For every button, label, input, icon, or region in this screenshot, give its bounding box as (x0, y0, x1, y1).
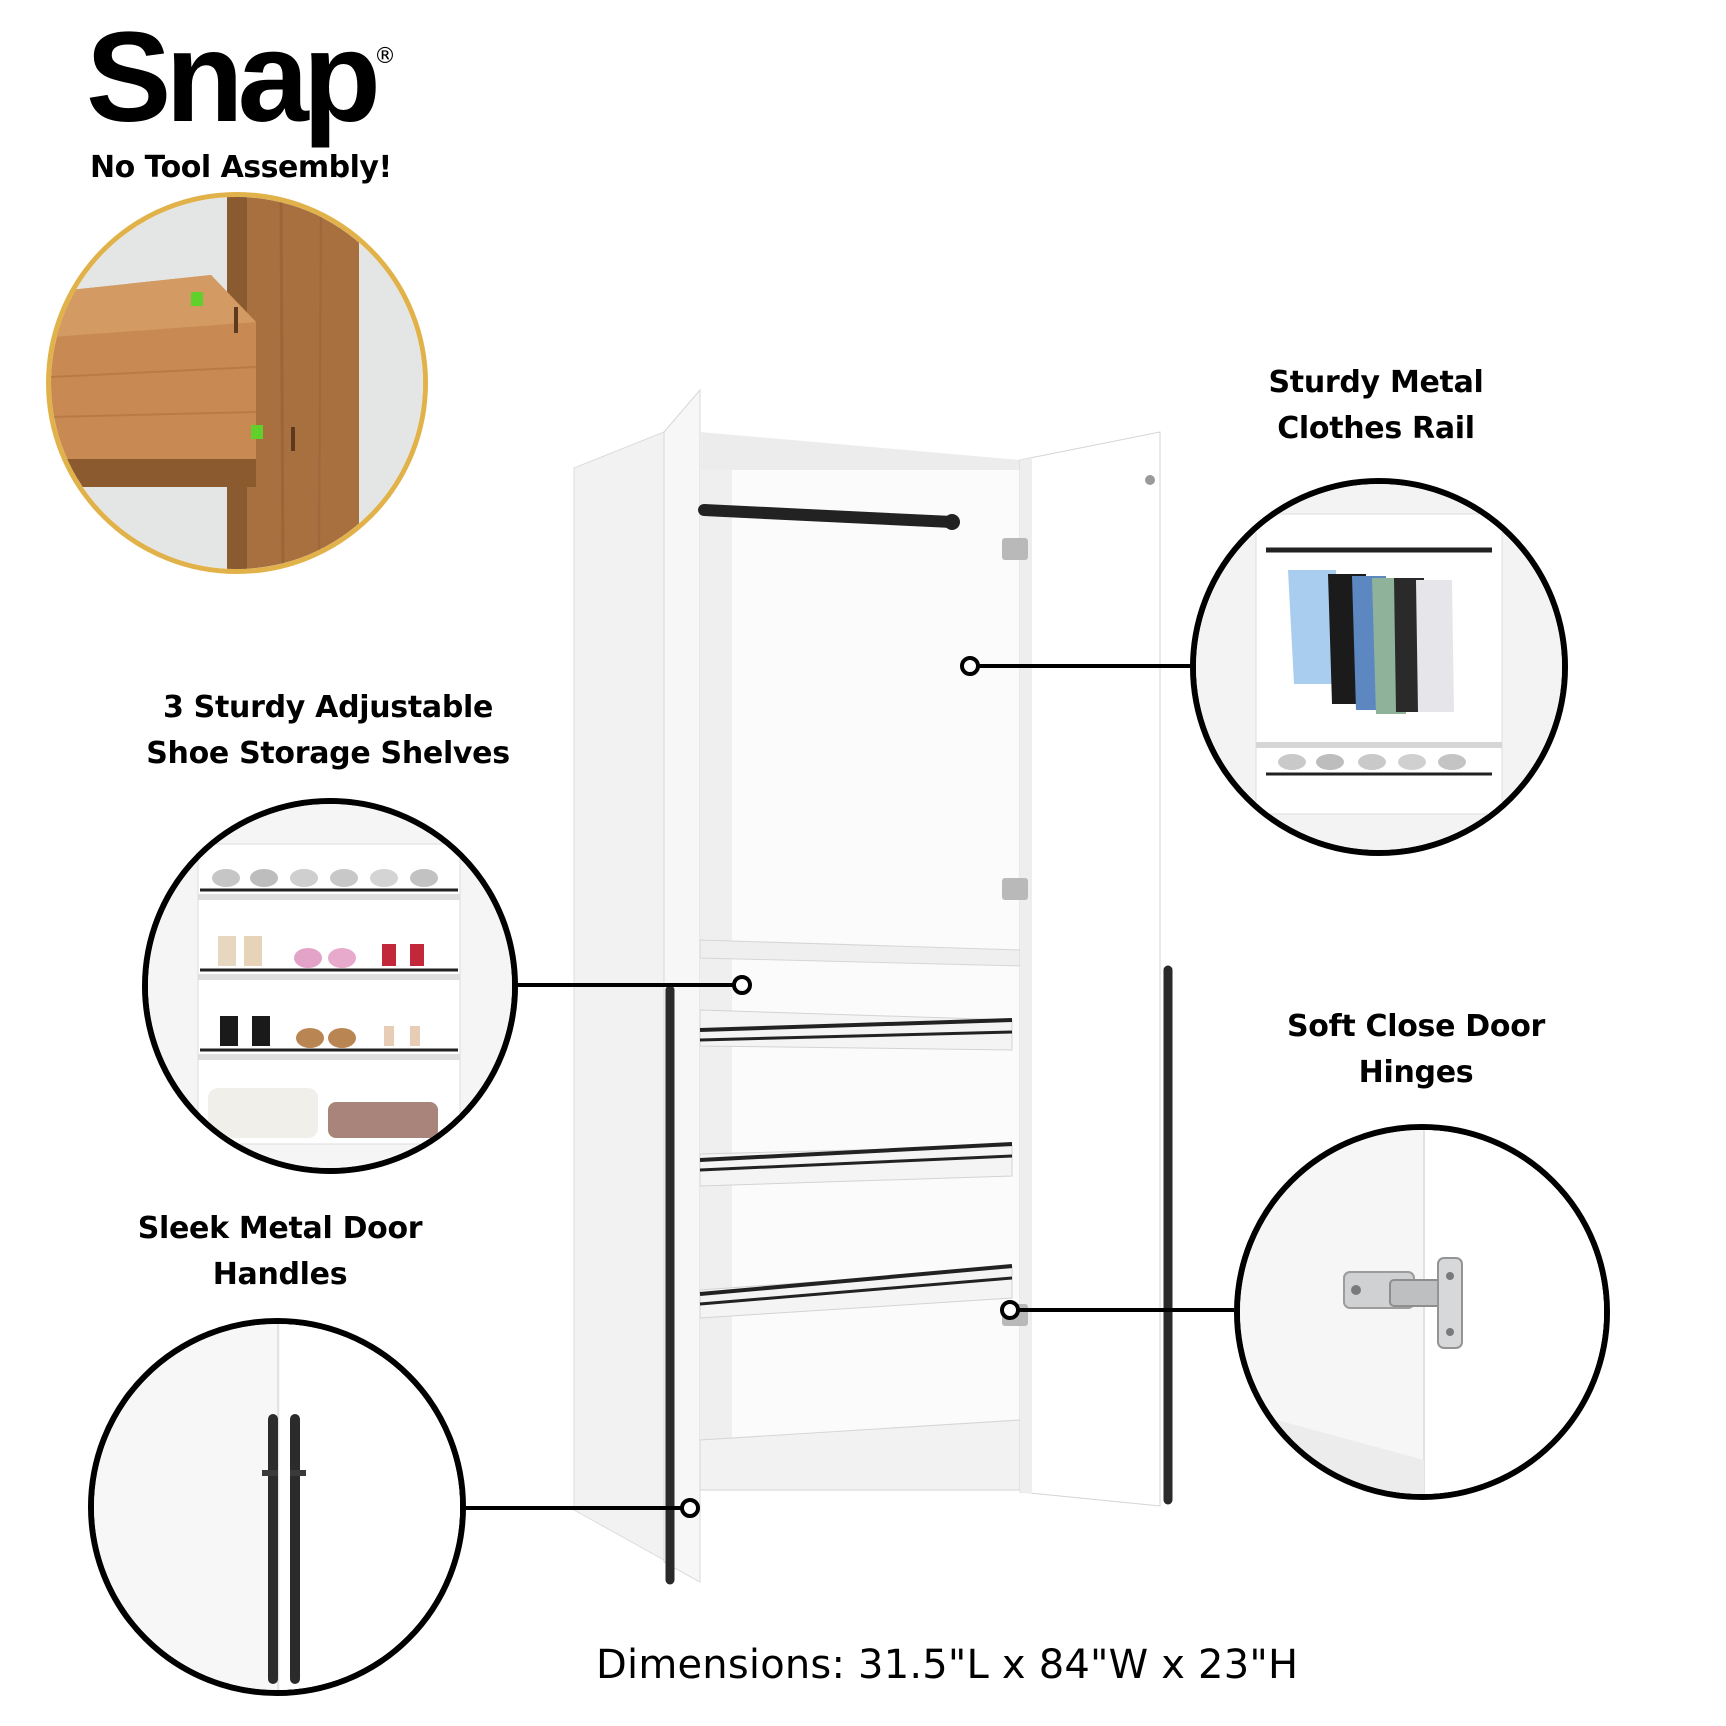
snap-clip-bottom (251, 425, 263, 439)
assembly-detail-image (46, 192, 428, 574)
shoe-shelves-detail-image (142, 798, 518, 1174)
feature-label-line: Soft Close Door (1286, 1009, 1546, 1044)
clothes-rail-detail-image (1190, 478, 1568, 856)
feature-label-line: Shoe Storage Shelves (146, 736, 510, 771)
soft-close-hinge-illustration (1240, 1130, 1604, 1494)
shoes-on-shelves-illustration (148, 804, 512, 1168)
callout-handles (462, 1498, 700, 1518)
feature-label-line: Clothes Rail (1277, 411, 1475, 446)
callout-hinges (1000, 1300, 1234, 1320)
feature-label-line: 3 Sturdy Adjustable (162, 690, 494, 725)
feature-label-line: Sturdy Metal (1268, 365, 1484, 400)
wood-shelf-illustration (51, 197, 423, 569)
feature-label-clothes-rail: Sturdy Metal Clothes Rail (1186, 360, 1566, 452)
handle-detail-image (88, 1318, 466, 1696)
metal-door-handles-illustration (94, 1324, 460, 1690)
brand-tagline: No Tool Assembly! (90, 150, 392, 185)
hanging-clothes-illustration (1196, 484, 1562, 850)
callout-clothes-rail (960, 656, 1196, 676)
hinge-detail-image (1234, 1124, 1610, 1500)
snap-clip-top (191, 292, 203, 306)
feature-label-line: Sleek Metal Door (137, 1211, 423, 1246)
feature-label-line: Hinges (1358, 1055, 1474, 1090)
feature-label-handles: Sleek Metal Door Handles (110, 1206, 450, 1298)
dimensions-text: Dimensions: 31.5"L x 84"W x 23"H (596, 1642, 1299, 1688)
feature-label-shoe-shelves: 3 Sturdy Adjustable Shoe Storage Shelves (108, 685, 548, 777)
shoe-shelves (699, 1009, 1013, 1319)
feature-label-line: Handles (212, 1257, 348, 1292)
registered-mark: ® (374, 44, 396, 69)
callout-shoe-shelves (514, 975, 752, 995)
brand-logo: Snap (86, 6, 381, 149)
feature-label-hinges: Soft Close Door Hinges (1236, 1004, 1596, 1096)
